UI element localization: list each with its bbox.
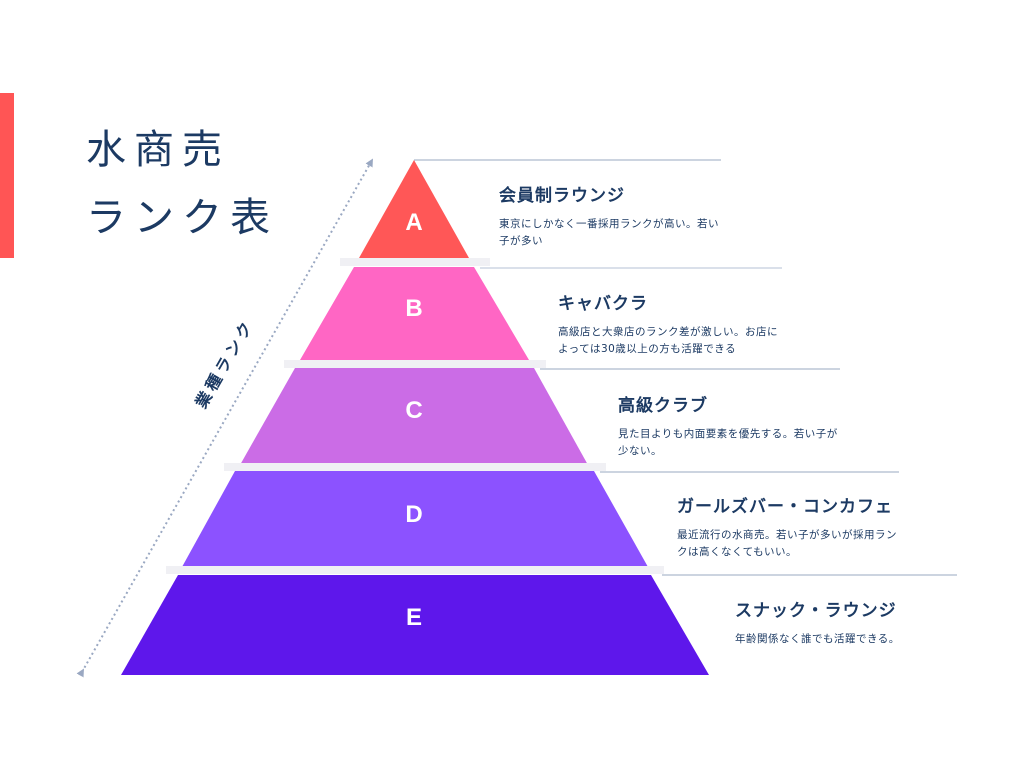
tier-b-shape <box>300 267 529 360</box>
tier-c-info: 高級クラブ 見た目よりも内面要素を優先する。若い子が少ない。 <box>618 391 838 460</box>
tier-a-letter: A <box>405 209 423 236</box>
tier-a-name: 会員制ラウンジ <box>499 186 625 206</box>
tier-c-description: 見た目よりも内面要素を優先する。若い子が少ない。 <box>618 428 838 457</box>
tier-b-letter: B <box>405 295 423 322</box>
tier-d-name: ガールズバー・コンカフェ <box>677 497 893 517</box>
tier-b-name: キャバクラ <box>558 294 648 314</box>
tier-d-shape <box>182 471 648 567</box>
tier-c-name: 高級クラブ <box>618 396 708 416</box>
tier-c-letter: C <box>405 397 423 424</box>
tier-e-info: スナック・ラウンジ 年齢関係なく誰でも活躍できる。 <box>735 596 955 648</box>
tier-d-description: 最近流行の水商売。若い子が多いが採用ランクは高くなくてもいい。 <box>677 529 897 558</box>
divider-bar <box>224 463 606 471</box>
tier-d-info: ガールズバー・コンカフェ 最近流行の水商売。若い子が多いが採用ランクは高くなくて… <box>677 492 897 561</box>
tier-e-name: スナック・ラウンジ <box>735 601 897 621</box>
tier-b-info: キャバクラ 高級店と大衆店のランク差が激しい。お店によっては30歳以上の方も活躍… <box>558 289 778 358</box>
tier-e-letter: E <box>405 604 422 631</box>
tier-d-letter: D <box>405 501 423 528</box>
divider-bar <box>284 360 546 368</box>
tier-e-description: 年齢関係なく誰でも活躍できる。 <box>735 633 900 645</box>
tier-a-shape <box>359 160 469 258</box>
divider-bar <box>340 258 490 266</box>
tier-b-description: 高級店と大衆店のランク差が激しい。お店によっては30歳以上の方も活躍できる <box>558 326 778 355</box>
tier-e-shape <box>121 575 709 675</box>
divider-bar <box>166 566 664 574</box>
tier-a-info: 会員制ラウンジ 東京にしかなく一番採用ランクが高い。若い子が多い <box>499 181 719 250</box>
tier-a-description: 東京にしかなく一番採用ランクが高い。若い子が多い <box>499 218 719 247</box>
tier-c-shape <box>240 368 588 465</box>
accent-bar <box>0 93 14 258</box>
